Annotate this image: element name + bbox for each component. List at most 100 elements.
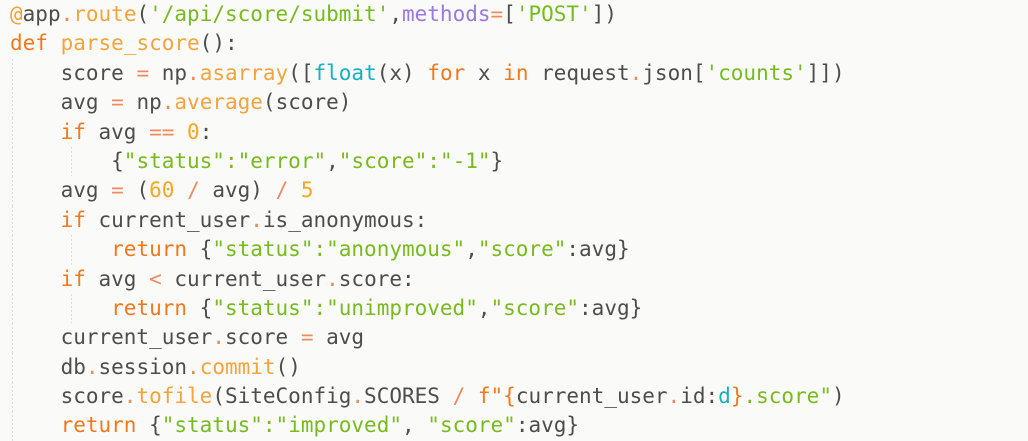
code-token: [10, 267, 61, 291]
code-token: current_user: [161, 266, 327, 291]
indent-guide: [12, 293, 13, 324]
code-token: .: [326, 266, 339, 291]
code-token: [10, 413, 61, 437]
code-line[interactable]: avg = (60 / avg) / 5: [0, 176, 1028, 206]
code-token: ,: [401, 413, 415, 438]
code-token: return: [60, 413, 137, 438]
code-line[interactable]: {"status":"error","score":"-1"}: [0, 146, 1028, 177]
code-token: "improved": [275, 413, 402, 438]
code-line[interactable]: @app.route('/api/score/submit',methods=[…: [0, 0, 1028, 29]
code-token: [415, 413, 428, 437]
code-token: .: [161, 90, 175, 115]
code-token: .: [187, 60, 200, 85]
code-line[interactable]: return {"status":"unimproved","score":av…: [0, 293, 1028, 324]
code-token: {: [10, 148, 124, 173]
code-token: return: [111, 295, 188, 320]
code-token: avg}: [579, 237, 630, 262]
code-token: :: [579, 295, 592, 320]
code-token: score:: [338, 266, 415, 291]
code-token: current_user: [85, 207, 251, 232]
code-token: :: [313, 295, 327, 320]
code-token: avg: [10, 90, 112, 115]
code-token: "status": [212, 237, 314, 262]
code-token: "score": [338, 148, 428, 173]
code-token: (SiteConfig: [212, 384, 352, 409]
code-token: /: [187, 178, 200, 203]
code-line[interactable]: score = np.asarray([float(x) for x in re…: [0, 58, 1028, 89]
code-token: [174, 178, 187, 202]
code-token: .: [212, 325, 225, 350]
code-token: .: [351, 384, 365, 409]
code-token: [288, 178, 301, 202]
code-token: float: [313, 60, 377, 85]
code-token: tofile: [136, 384, 213, 409]
code-line[interactable]: if avg == 0:: [0, 117, 1028, 147]
code-token: '/api/score/submit': [149, 2, 390, 26]
code-token: avg): [199, 178, 276, 203]
code-line[interactable]: if current_user.is_anonymous:: [0, 205, 1028, 236]
code-token: np: [149, 60, 188, 85]
code-token: id: [680, 384, 706, 409]
code-token: <: [149, 266, 162, 291]
code-token: asarray: [199, 60, 289, 85]
code-token: return: [111, 237, 188, 262]
code-line[interactable]: return {"status":"anonymous","score":avg…: [0, 235, 1028, 265]
indent-guide: [12, 58, 13, 89]
code-line[interactable]: if avg < current_user.score:: [0, 264, 1028, 294]
indent-guide: [12, 352, 13, 383]
code-token: (score): [262, 90, 352, 115]
code-token: =: [111, 178, 124, 203]
code-token: :: [705, 384, 719, 409]
code-token: ,: [326, 148, 339, 173]
code-token: avg: [85, 266, 150, 291]
indent-guide: [12, 382, 13, 412]
code-token: =: [300, 325, 314, 350]
code-token: f": [477, 384, 504, 409]
code-token: :: [262, 413, 276, 438]
code-token: parse_score: [60, 31, 200, 56]
code-token: "score": [477, 237, 567, 262]
code-token: ,: [389, 2, 402, 26]
code-token: avg}: [528, 413, 580, 438]
code-line[interactable]: def parse_score():: [0, 29, 1028, 58]
code-token: score: [224, 325, 301, 350]
code-token: ,: [465, 237, 478, 262]
code-token: .score": [743, 384, 832, 409]
code-token: score: [10, 384, 124, 409]
code-token: json[: [642, 60, 706, 85]
code-token: np: [123, 90, 162, 115]
code-token: {: [136, 413, 162, 438]
code-token: /: [275, 178, 289, 203]
code-token: [10, 208, 61, 232]
code-token: avg}: [591, 295, 643, 320]
code-line[interactable]: avg = np.average(score): [0, 88, 1028, 118]
code-token: ]]): [806, 60, 845, 85]
code-line[interactable]: current_user.score = avg: [0, 323, 1028, 353]
code-token: :: [566, 237, 580, 262]
code-token: .: [187, 354, 200, 379]
code-token: [: [503, 2, 516, 26]
code-token: db: [10, 354, 86, 379]
code-line[interactable]: db.session.commit(): [0, 352, 1028, 383]
code-token: session: [98, 354, 188, 379]
code-token: :: [199, 119, 213, 144]
code-token: is_anonymous:: [262, 207, 428, 232]
code-token: "-1": [439, 148, 491, 173]
code-token: ): [831, 384, 845, 409]
code-line[interactable]: return {"status":"improved", "score":avg…: [0, 411, 1028, 441]
code-token: [10, 296, 111, 320]
code-token: 'POST': [515, 2, 592, 26]
code-token: [174, 120, 187, 144]
code-token: :: [515, 413, 529, 438]
code-line[interactable]: score.tofile(SiteConfig.SCORES / f"{curr…: [0, 382, 1028, 412]
code-token: x: [465, 60, 504, 85]
code-token: .: [667, 384, 681, 409]
code-token: {: [503, 384, 516, 409]
code-token: {: [187, 237, 213, 262]
code-token: commit: [199, 354, 276, 379]
code-token: avg: [10, 178, 112, 203]
code-token: if: [60, 119, 86, 144]
code-token: }: [490, 148, 504, 173]
code-token: .: [85, 354, 99, 379]
